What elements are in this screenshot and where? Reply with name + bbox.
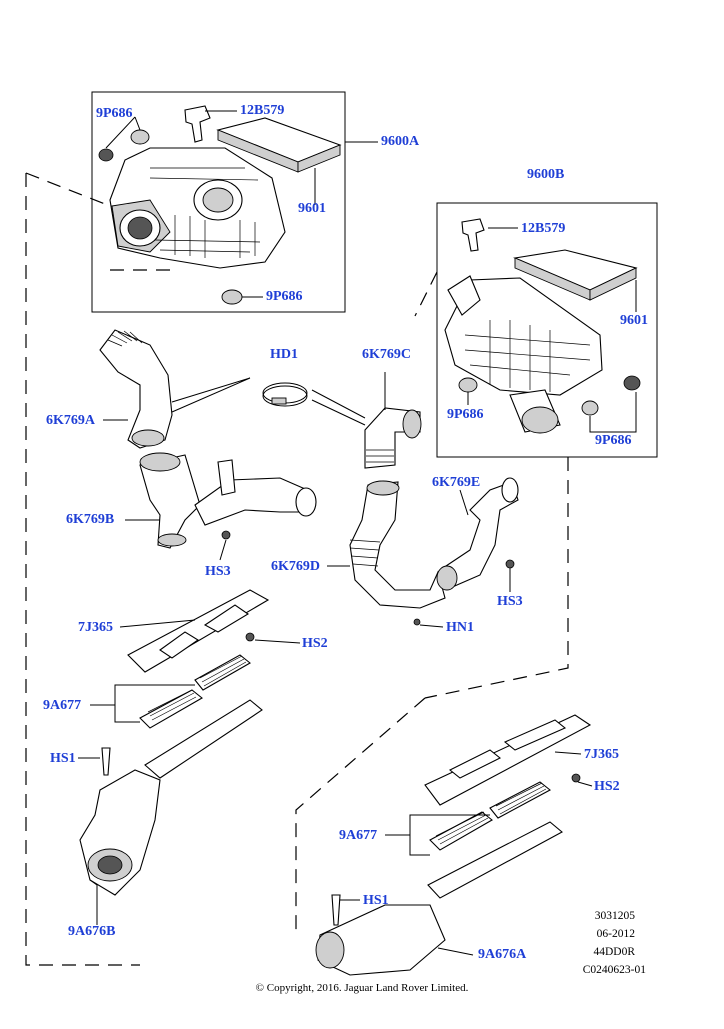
label-6k769b[interactable]: 6K769B [66, 512, 115, 527]
label-hs2-a[interactable]: HS2 [302, 636, 328, 651]
label-12b579-b[interactable]: 12B579 [521, 221, 566, 236]
hose-6k769a [99, 329, 173, 449]
leader-lines [78, 110, 637, 956]
assembly-box-9600b [436, 202, 658, 458]
label-hs2-b[interactable]: HS2 [594, 779, 620, 794]
label-6k769d[interactable]: 6K769D [271, 559, 320, 574]
label-hd1[interactable]: HD1 [270, 347, 298, 362]
meta-line-3: 44DD0R [593, 946, 635, 958]
clamp-hd1 [262, 382, 308, 407]
label-9p686-c[interactable]: 9P686 [447, 407, 484, 422]
label-hs3-a[interactable]: HS3 [205, 564, 231, 579]
meta-line-4: C0240623-01 [582, 964, 646, 976]
label-9600b[interactable]: 9600B [527, 167, 565, 182]
label-9601-b[interactable]: 9601 [620, 313, 648, 328]
lower-left-ducts [79, 589, 270, 896]
label-12b579-a[interactable]: 12B579 [240, 103, 285, 118]
hose-6k769c [364, 407, 422, 469]
label-9601-a[interactable]: 9601 [298, 201, 326, 216]
duct-6k769e [436, 477, 519, 591]
label-6k769a[interactable]: 6K769A [46, 413, 95, 428]
label-hs3-b[interactable]: HS3 [497, 594, 523, 609]
hose-6k769d [349, 480, 446, 626]
label-9a676a[interactable]: 9A676A [478, 947, 527, 962]
label-6k769c[interactable]: 6K769C [362, 347, 411, 362]
label-9a676b[interactable]: 9A676B [68, 924, 116, 939]
label-9p686-d[interactable]: 9P686 [595, 433, 632, 448]
lower-right-ducts [315, 714, 592, 976]
label-hs1-b[interactable]: HS1 [363, 893, 389, 908]
assembly-box-9600a [91, 91, 346, 313]
dashed-routing [25, 172, 569, 966]
duct-6k769b [139, 452, 317, 549]
meta-line-2: 06-2012 [596, 928, 635, 940]
label-hn1[interactable]: HN1 [446, 620, 474, 635]
label-9600a[interactable]: 9600A [381, 134, 420, 149]
label-7j365-b[interactable]: 7J365 [584, 747, 619, 762]
air-cleaner-9600b [444, 218, 641, 434]
label-9a677-b[interactable]: 9A677 [339, 828, 378, 843]
label-9p686-b[interactable]: 9P686 [266, 289, 303, 304]
label-9a677-a[interactable]: 9A677 [43, 698, 82, 713]
label-9p686-a[interactable]: 9P686 [96, 106, 133, 121]
air-cleaner-9600a [98, 105, 342, 305]
label-7j365-a[interactable]: 7J365 [78, 620, 113, 635]
meta-line-1: 3031205 [594, 910, 635, 922]
label-hs1-a[interactable]: HS1 [50, 751, 76, 766]
copyright-notice: © Copyright, 2016. Jaguar Land Rover Lim… [255, 982, 469, 994]
label-6k769e[interactable]: 6K769E [432, 475, 481, 490]
